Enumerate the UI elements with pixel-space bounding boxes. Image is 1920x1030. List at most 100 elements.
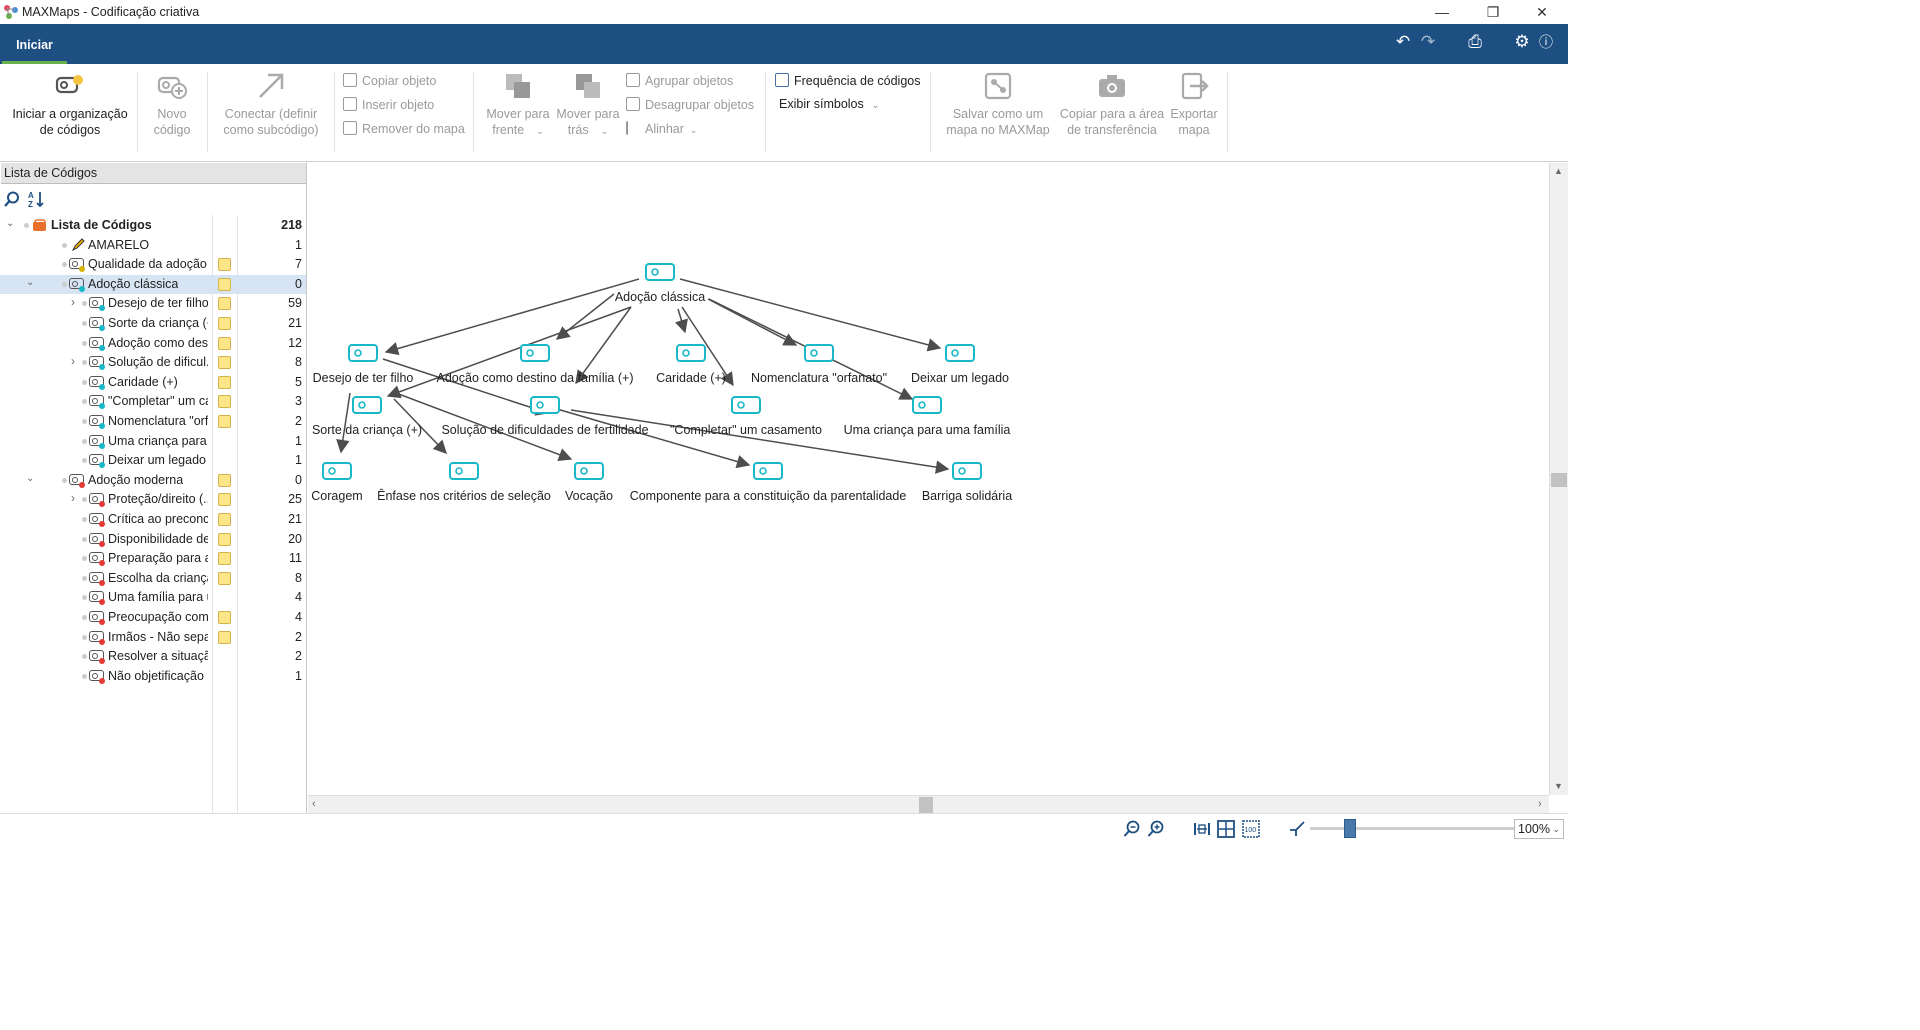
map-node-coragem[interactable]: Coragem: [311, 462, 363, 503]
sort-az-icon[interactable]: AZ: [27, 190, 47, 208]
map-connection-arrow[interactable]: [336, 392, 351, 454]
print-icon[interactable]: ⎙: [1468, 32, 1482, 51]
code-node-icon[interactable]: [352, 396, 382, 414]
map-connection-arrow[interactable]: [532, 401, 751, 469]
map-node-label[interactable]: Caridade (+): [656, 371, 726, 385]
code-list-row[interactable]: Qualidade da adoção ...7: [0, 255, 306, 275]
memo-icon[interactable]: [218, 611, 231, 624]
insert-object-button[interactable]: Inserir objeto: [343, 97, 434, 112]
export-map-button[interactable]: Exportar mapa: [1165, 70, 1223, 138]
zoom-slider-track[interactable]: [1310, 827, 1515, 830]
map-connection-arrow[interactable]: [555, 293, 615, 340]
memo-icon[interactable]: [218, 532, 231, 546]
fit-width-icon[interactable]: [1193, 820, 1211, 838]
memo-icon[interactable]: [218, 395, 231, 409]
new-code-button[interactable]: Novo código: [142, 70, 202, 138]
group-objects-button[interactable]: Agrupar objetos: [626, 73, 733, 88]
gear-icon[interactable]: ⚙: [1514, 32, 1530, 51]
tab-iniciar[interactable]: Iniciar: [2, 32, 67, 64]
map-node-label[interactable]: Coragem: [311, 489, 362, 503]
copy-object-button[interactable]: Copiar objeto: [343, 73, 436, 88]
map-node-sorte[interactable]: Sorte da criança (+): [312, 396, 422, 437]
map-node-label[interactable]: "Completar" um casamento: [670, 423, 822, 437]
connect-button[interactable]: Conectar (definir como subcódigo): [214, 70, 328, 138]
map-node-destino[interactable]: Adoção como destino da família (+): [437, 344, 634, 385]
map-node-label[interactable]: Uma criança para uma família: [844, 423, 1011, 437]
horizontal-scroll-thumb[interactable]: [919, 797, 933, 813]
code-list-row[interactable]: Nomenclatura "orf...2: [0, 412, 306, 432]
map-node-label[interactable]: Adoção como destino da família (+): [437, 371, 634, 385]
horizontal-scrollbar[interactable]: ‹ ›: [308, 795, 1549, 813]
code-node-icon[interactable]: [731, 396, 761, 414]
code-node-icon[interactable]: [645, 263, 675, 281]
close-button[interactable]: ✕: [1536, 4, 1548, 20]
map-node-componente[interactable]: Componente para a constituição da parent…: [630, 462, 907, 503]
map-node-solucao[interactable]: Solução de dificuldades de fertilidade: [441, 396, 649, 437]
collapse-chevron-icon[interactable]: ⌄: [6, 218, 15, 229]
map-connection-arrow[interactable]: [384, 278, 640, 356]
code-list-row[interactable]: "Completar" um ca...3: [0, 392, 306, 412]
map-node-vocacao[interactable]: Vocação: [565, 462, 613, 503]
memo-icon[interactable]: [218, 375, 231, 389]
zoom-slider-thumb[interactable]: [1344, 819, 1356, 838]
code-node-icon[interactable]: [322, 462, 352, 480]
map-node-root[interactable]: Adoção clássica: [615, 263, 705, 304]
expand-chevron-icon[interactable]: ›: [71, 295, 75, 310]
map-connection-arrow[interactable]: [707, 298, 798, 346]
memo-icon[interactable]: [218, 415, 231, 428]
memo-icon[interactable]: [218, 571, 231, 585]
code-list-row[interactable]: ›Solução de dificul...8: [0, 353, 306, 373]
map-node-barriga[interactable]: Barriga solidária: [922, 462, 1012, 503]
map-connection-arrow[interactable]: [393, 398, 447, 454]
code-node-icon[interactable]: [574, 462, 604, 480]
send-to-back-button[interactable]: Mover para trás⌄: [553, 70, 623, 139]
code-list-row[interactable]: ›Proteção/direito (...25: [0, 490, 306, 510]
map-node-nomenclatura[interactable]: Nomenclatura "orfanato": [751, 344, 887, 385]
zoom-out-icon[interactable]: [1123, 820, 1141, 838]
remove-from-map-button[interactable]: Remover do mapa: [343, 121, 465, 136]
zoom-in-icon[interactable]: [1147, 820, 1165, 838]
memo-icon[interactable]: [218, 493, 231, 507]
copy-clipboard-button[interactable]: Copiar para a área de transferência: [1057, 70, 1167, 138]
bring-to-front-button[interactable]: Mover para frente⌄: [482, 70, 554, 139]
map-node-label[interactable]: Ênfase nos critérios de seleção: [377, 488, 551, 503]
code-node-icon[interactable]: [530, 396, 560, 414]
map-node-label[interactable]: Sorte da criança (+): [312, 423, 422, 437]
search-icon[interactable]: [4, 191, 20, 207]
code-node-icon[interactable]: [804, 344, 834, 362]
code-list-row[interactable]: Não objetificação ...1: [0, 667, 306, 687]
map-connection-arrow[interactable]: [386, 306, 632, 399]
zoom-select[interactable]: 100%⌄: [1514, 819, 1564, 839]
memo-icon[interactable]: [218, 297, 231, 311]
map-node-desejo[interactable]: Desejo de ter filho: [313, 344, 414, 385]
code-list-row[interactable]: Uma família para u...4: [0, 588, 306, 608]
map-connection-arrow[interactable]: [681, 306, 734, 387]
memo-icon[interactable]: [218, 356, 231, 370]
redo-icon[interactable]: ↷: [1420, 32, 1436, 51]
map-node-label[interactable]: Desejo de ter filho: [313, 371, 414, 385]
reset-zoom-icon[interactable]: [1288, 820, 1306, 838]
undo-icon[interactable]: ↶: [1395, 32, 1411, 51]
vertical-scroll-thumb[interactable]: [1551, 473, 1567, 487]
map-connection-arrow[interactable]: [675, 308, 688, 334]
start-organization-button[interactable]: Iniciar a organização de códigos: [8, 70, 132, 138]
code-node-icon[interactable]: [449, 462, 479, 480]
help-icon[interactable]: ⓘ: [1539, 34, 1553, 50]
code-list-row[interactable]: Preparação para a ...11: [0, 549, 306, 569]
code-node-icon[interactable]: [753, 462, 783, 480]
map-connection-arrow[interactable]: [570, 409, 950, 474]
expand-chevron-icon[interactable]: ›: [71, 354, 75, 369]
map-node-label[interactable]: Nomenclatura "orfanato": [751, 371, 887, 385]
map-connection-arrow[interactable]: [395, 392, 573, 462]
code-list-row[interactable]: Caridade (+)5: [0, 373, 306, 393]
memo-icon[interactable]: [218, 336, 231, 350]
memo-icon[interactable]: [218, 473, 231, 487]
align-button[interactable]: Alinhar⌄: [626, 121, 697, 136]
code-list-row[interactable]: Sorte da criança (+)21: [0, 314, 306, 334]
